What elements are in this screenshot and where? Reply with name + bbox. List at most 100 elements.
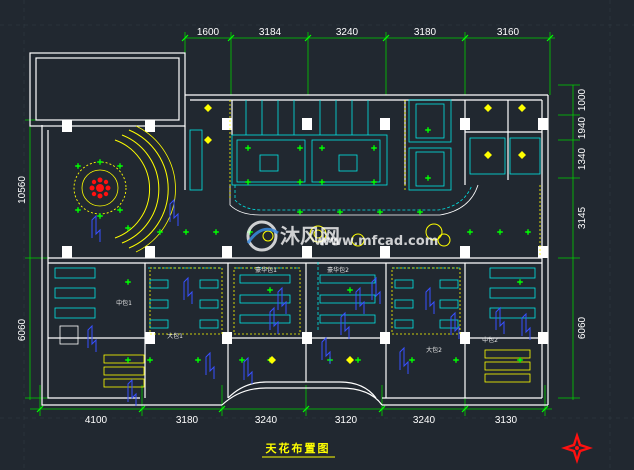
air-conditioner-group — [87, 198, 531, 406]
walls — [29, 52, 549, 406]
chandelier-icon — [89, 177, 111, 199]
downlight-icon — [319, 179, 325, 185]
downlight-icon — [245, 179, 251, 185]
watermark: 沐风网 www.mfcad.com — [246, 220, 438, 252]
dim-top-3: 3240 — [336, 27, 359, 38]
spotlight-icon — [484, 151, 492, 159]
dim-bottom-4: 3120 — [335, 415, 358, 426]
dim-top-5: 3160 — [497, 27, 520, 38]
room-label-5: 大包2 — [426, 346, 442, 354]
watermark-url: www.mfcad.com — [318, 234, 438, 249]
downlight-icon — [125, 225, 131, 231]
dim-left-1: 10560 — [17, 176, 28, 204]
air-conditioner-icon — [321, 336, 331, 364]
spotlight-icon — [268, 356, 276, 364]
downlight-icon — [319, 145, 325, 151]
downlight-icon — [147, 357, 153, 363]
downlight-icon — [425, 127, 431, 133]
downlight-icon — [157, 229, 163, 235]
compass-rose-icon — [561, 432, 593, 464]
downlight-icon — [377, 209, 383, 215]
air-conditioner-icon — [355, 286, 365, 314]
room-label-6: 中包2 — [482, 336, 498, 344]
air-conditioner-icon — [340, 311, 350, 339]
dim-bottom-2: 3180 — [176, 415, 199, 426]
downlight-icon — [117, 163, 123, 169]
spotlight-icon — [204, 136, 212, 144]
downlight-icon — [297, 179, 303, 185]
air-conditioner-icon — [91, 214, 101, 242]
right-dimensions: 1000 1940 1340 3145 6060 — [577, 88, 588, 339]
room-label-2: 大包1 — [167, 332, 183, 340]
downlight-group — [75, 127, 531, 363]
downlight-icon — [97, 159, 103, 165]
air-conditioner-icon — [277, 286, 287, 314]
drawing-title: 天花布置图 — [266, 441, 331, 455]
dim-right-3: 1340 — [577, 147, 588, 170]
downlight-icon — [297, 209, 303, 215]
downlight-icon — [245, 145, 251, 151]
downlight-icon — [425, 175, 431, 181]
downlight-icon — [371, 179, 377, 185]
air-conditioner-icon — [269, 306, 279, 334]
downlight-icon — [517, 279, 523, 285]
bottom-dimensions: 4100 3180 3240 3120 3240 3130 — [85, 415, 518, 426]
dim-bottom-1: 4100 — [85, 415, 108, 426]
air-conditioner-icon — [87, 324, 97, 352]
dimension-ticks — [36, 34, 554, 413]
downlight-icon — [125, 357, 131, 363]
downlight-icon — [125, 279, 131, 285]
room-label-4: 豪华包2 — [327, 266, 349, 274]
air-conditioner-icon — [183, 276, 193, 304]
downlight-icon — [267, 287, 273, 293]
downlight-icon — [213, 229, 219, 235]
downlight-icon — [183, 229, 189, 235]
air-conditioner-icon — [521, 312, 531, 340]
spotlight-icon — [518, 104, 526, 112]
structural-columns — [62, 118, 548, 344]
air-conditioner-icon — [127, 378, 137, 406]
air-conditioner-icon — [205, 351, 215, 379]
dim-top-2: 3184 — [259, 27, 282, 38]
dim-left-2: 6060 — [17, 318, 28, 341]
downlight-icon — [75, 163, 81, 169]
air-conditioner-icon — [169, 198, 179, 226]
dim-top-4: 3180 — [414, 27, 437, 38]
dim-top-1: 1600 — [197, 27, 220, 38]
watermark-logo-icon — [246, 220, 279, 252]
air-conditioner-icon — [243, 356, 253, 384]
downlight-icon — [497, 229, 503, 235]
spotlight-icon — [518, 151, 526, 159]
downlight-icon — [517, 357, 523, 363]
dim-right-5: 6060 — [577, 316, 588, 339]
corridor-pendant-lights — [262, 223, 451, 247]
spotlight-icon — [204, 104, 212, 112]
downlight-icon — [297, 145, 303, 151]
watermark-brand: 沐风网 — [280, 224, 340, 248]
dim-right-2: 1940 — [577, 116, 588, 139]
downlight-icon — [417, 209, 423, 215]
room-label-3: 豪华包1 — [255, 266, 277, 274]
spotlight-group — [204, 104, 526, 364]
downlight-icon — [337, 209, 343, 215]
downlight-icon — [371, 145, 377, 151]
spotlight-icon — [346, 356, 354, 364]
downlight-icon — [75, 207, 81, 213]
room-label-1: 中包1 — [116, 299, 132, 307]
downlight-icon — [467, 229, 473, 235]
downlight-icon — [97, 213, 103, 219]
dim-bottom-3: 3240 — [255, 415, 278, 426]
downlight-icon — [117, 207, 123, 213]
dim-bottom-5: 3240 — [413, 415, 436, 426]
air-conditioner-icon — [425, 286, 435, 314]
downlight-icon — [355, 357, 361, 363]
room-labels: 中包1 大包1 豪华包1 豪华包2 大包2 中包2 — [116, 266, 498, 354]
downlight-icon — [525, 229, 531, 235]
air-conditioner-icon — [450, 311, 460, 339]
spotlight-icon — [484, 104, 492, 112]
downlight-icon — [239, 357, 245, 363]
ceiling-coves — [149, 100, 541, 335]
dim-right-4: 3145 — [577, 206, 588, 229]
